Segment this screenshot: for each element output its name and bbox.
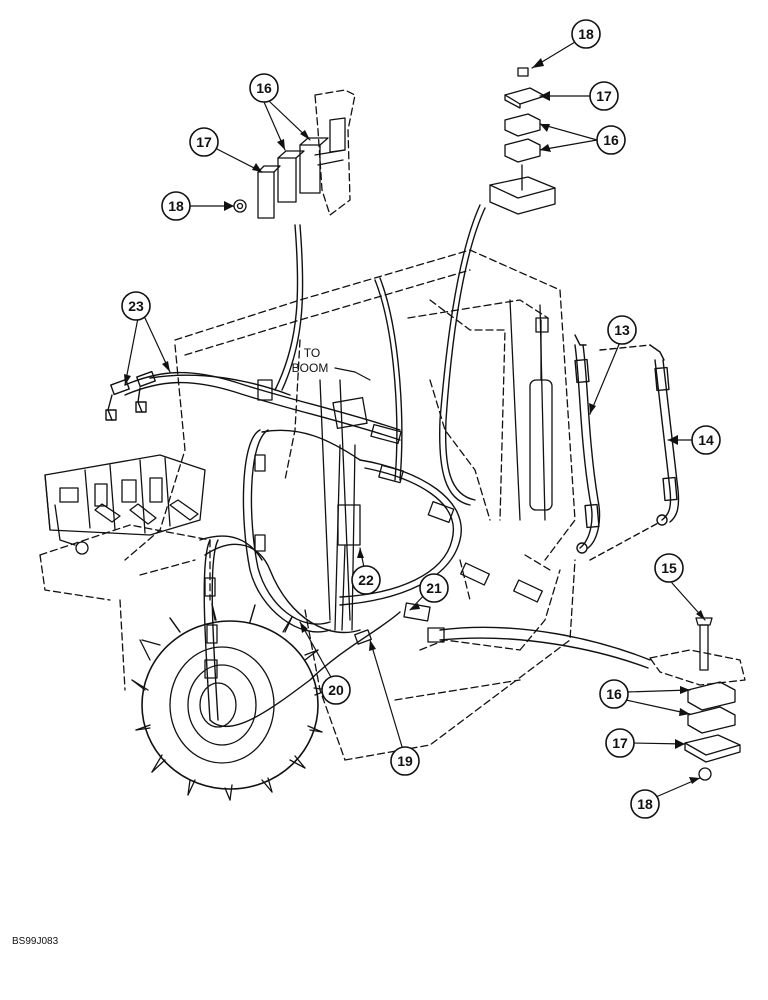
boom-note-line2: BOOM	[292, 361, 329, 375]
callout-14: 14	[698, 432, 714, 448]
callout-circles	[121, 19, 721, 819]
hydraulic-hoses	[105, 204, 680, 728]
upper-right-clamp-detail	[489, 67, 556, 215]
lower-right-clamp-detail	[649, 617, 746, 781]
callout-16-top-left: 16	[256, 80, 272, 96]
callout-17-bottom-right: 17	[612, 735, 628, 751]
callout-18-bottom-right: 18	[637, 796, 653, 812]
figure-code: BS99J083	[12, 936, 59, 947]
callout-17-top-left: 17	[196, 134, 212, 150]
callout-15: 15	[661, 560, 677, 576]
callout-18-top-left: 18	[168, 198, 184, 214]
upper-clamp-bracket-detail	[233, 89, 356, 219]
boom-note-line1: TO	[304, 346, 320, 360]
callout-arrowheads	[124, 58, 705, 784]
callout-18-top-right: 18	[578, 26, 594, 42]
callout-17-top-right: 17	[596, 88, 612, 104]
callout-20: 20	[328, 682, 344, 698]
callout-19: 19	[397, 753, 413, 769]
callout-16-bottom-right: 16	[606, 686, 622, 702]
hose-couplers	[204, 379, 543, 679]
callout-23: 23	[128, 298, 144, 314]
callout-22: 22	[358, 572, 374, 588]
control-valve-assembly	[44, 454, 206, 555]
callout-21: 21	[426, 580, 442, 596]
boom-cylinders	[334, 317, 553, 631]
callout-numbers: 18 17 16 16 17 18 23 13 14 15 16 17 18 1…	[128, 26, 714, 812]
callout-13: 13	[614, 322, 630, 338]
callout-16-top-right: 16	[603, 132, 619, 148]
front-tire	[131, 603, 329, 801]
boom-note-leader	[334, 367, 371, 381]
boom-note: TO BOOM	[292, 346, 329, 375]
machine-frame-outline	[39, 249, 576, 761]
